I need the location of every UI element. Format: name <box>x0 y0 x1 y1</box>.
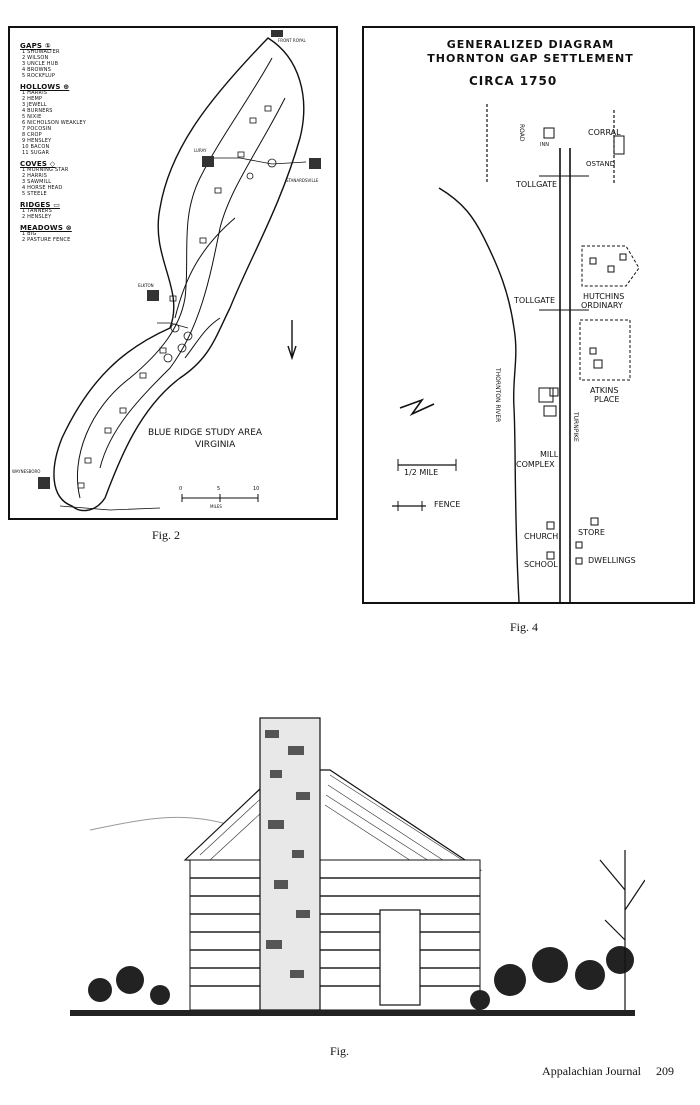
legend-item: 3 UNCLE HUB <box>22 61 59 67</box>
legend-item: 4 HORSE HEAD <box>22 185 63 191</box>
town-label: ELKTON <box>138 283 154 288</box>
legend-item: 1 SHOWALTER <box>22 49 60 55</box>
legend-meadows-heading: MEADOWS ⊗ <box>20 224 72 232</box>
journal-name: Appalachian Journal <box>542 1064 641 1078</box>
river-label: THORNTON RIVER <box>494 368 501 423</box>
page-footer: Appalachian Journal 209 <box>542 1064 674 1079</box>
scale-tick-label: 5 <box>217 486 221 492</box>
legend-item: 1 BIG <box>22 231 37 237</box>
map-title: BLUE RIDGE STUDY AREA <box>148 428 263 438</box>
legend-item: 4 BROWNS <box>22 67 52 73</box>
stone-chimney <box>259 717 321 1011</box>
town-stanardsville-marker <box>309 158 321 169</box>
legend-item: 2 WILSON <box>22 55 49 61</box>
school-label: SCHOOL <box>524 560 558 569</box>
church-label: CHURCH <box>524 532 559 541</box>
fig4-diagram-panel: GENERALIZED DIAGRAM THORNTON GAP SETTLEM… <box>362 26 695 604</box>
legend-item: 7 POCOSIN <box>22 126 52 132</box>
diagram-circa: CIRCA 1750 <box>469 74 558 88</box>
legend-ridges-heading: RIDGES ▭ <box>20 201 61 209</box>
scale-tick-label: 0 <box>179 486 183 492</box>
fig2-caption: Fig. 2 <box>152 528 181 542</box>
legend-item: 10 BACON <box>22 144 50 150</box>
map-legend: GAPS ① 1 SHOWALTER 2 WILSON 3 UNCLE HUB … <box>20 38 86 244</box>
page-number: 209 <box>656 1064 674 1078</box>
tollgate-label: TOLLGATE <box>514 296 556 305</box>
hutchins-label: HUTCHINS <box>583 292 625 301</box>
dwellings-label: DWELLINGS <box>588 556 636 565</box>
legend-item: 4 BURNERS <box>22 108 53 114</box>
scale-unit-label: MILES <box>210 504 222 509</box>
town-label: FRONT ROYAL <box>278 38 306 43</box>
half-mile-label: 1/2 MILE <box>404 468 439 477</box>
diagram-subtitle: THORNTON GAP SETTLEMENT <box>427 52 634 65</box>
town-front-royal-marker <box>271 30 283 37</box>
inn-label: INN <box>540 142 549 148</box>
ordinary-label: ORDINARY <box>581 301 623 310</box>
legend-item: 2 HARRIS <box>22 173 48 179</box>
legend-item: 11 SUGAR <box>22 150 50 156</box>
map-subtitle: VIRGINIA <box>195 440 236 450</box>
ostand-label: OSTAND <box>586 160 616 168</box>
legend-item: 9 HENSLEY <box>22 138 52 144</box>
legend-item: 5 NIXIE <box>22 114 42 120</box>
legend-item: 3 SAWMILL <box>22 179 52 185</box>
north-arrow-icon <box>399 398 435 416</box>
legend-item: 2 HENSLEY <box>22 214 52 220</box>
atkins-label: ATKINS <box>590 386 619 395</box>
place-label: PLACE <box>594 395 620 404</box>
cabin-door <box>379 909 421 1006</box>
corral-label: CORRAL <box>588 128 621 137</box>
study-area-map <box>38 30 321 512</box>
legend-item: 1 TANNERS <box>22 208 52 214</box>
town-label: LURAY <box>194 148 207 153</box>
town-luray-marker <box>202 156 214 167</box>
complex-label: COMPLEX <box>516 460 555 469</box>
legend-coves-heading: COVES ◇ <box>20 160 56 168</box>
legend-item: 3 JEWELL <box>22 102 47 108</box>
legend-item: 2 PASTURE FENCE <box>22 237 71 243</box>
turnpike-label: TURNPIKE <box>572 412 579 442</box>
legend-item: 1 HARRIS <box>22 90 48 96</box>
tollgate-label: TOLLGATE <box>516 180 558 189</box>
legend-item: 5 ROCKFLUP <box>22 73 56 79</box>
legend-item: 2 HEMP <box>22 96 43 102</box>
legend-gaps-heading: GAPS ① <box>20 42 51 50</box>
fig2-map-panel: GAPS ① 1 SHOWALTER 2 WILSON 3 UNCLE HUB … <box>8 26 338 520</box>
legend-item: 1 MORNING STAR <box>22 167 69 173</box>
legend-hollows-heading: HOLLOWS ⊕ <box>20 83 70 91</box>
log-cabin-photo <box>70 717 645 1016</box>
legend-item: 5 STEELE <box>22 191 47 197</box>
diagram-title: GENERALIZED DIAGRAM <box>446 38 615 51</box>
legend-item: 6 NICHOLSON WEAKLEY <box>22 120 86 126</box>
fig4-caption: Fig. 4 <box>510 620 539 634</box>
scale-tick-label: 10 <box>253 486 260 492</box>
settlement-diagram <box>392 104 640 602</box>
town-waynesboro-marker <box>38 477 50 489</box>
store-label: STORE <box>578 528 605 537</box>
legend-item: 8 CROP <box>22 132 42 138</box>
map-scale-bar <box>181 494 259 502</box>
town-label: STANARDSVILLE <box>286 178 319 183</box>
town-elkton-marker <box>147 290 159 301</box>
mill-label: MILL <box>540 450 559 459</box>
north-arrow-icon <box>287 320 297 361</box>
road-label: ROAD <box>518 124 525 142</box>
town-label: WAYNESBORO <box>12 469 41 474</box>
fence-label: FENCE <box>434 500 461 509</box>
photo-caption: Fig. <box>330 1044 350 1058</box>
